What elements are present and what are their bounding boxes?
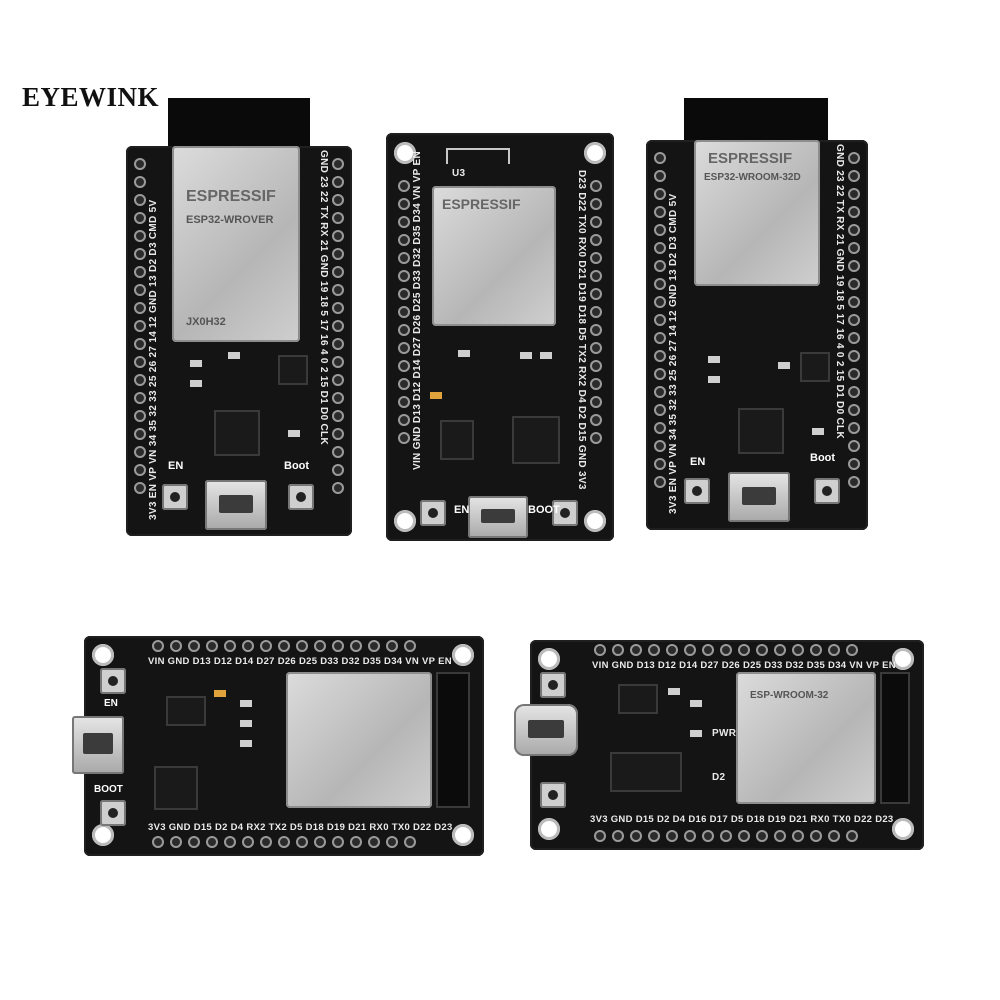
board-4-bottom-pin-header	[152, 836, 416, 848]
board-5-top-pin-labels: VIN GND D13 D12 D14 D27 D26 D25 D33 D32 …	[592, 660, 896, 671]
board-3-left-pin-header	[654, 152, 666, 488]
board-4-en-button[interactable]	[100, 668, 126, 694]
board-5-bottom-pin-header	[594, 830, 858, 842]
board-1-boot-button[interactable]	[288, 484, 314, 510]
board-5-d2-label: D2	[712, 772, 726, 783]
board-5-top-pin-header	[594, 644, 858, 656]
board-1-right-pin-labels: GND 23 22 TX RX 21 GND 19 18 5 17 16 4 0…	[318, 150, 329, 445]
board-3-antenna	[684, 98, 828, 144]
board-4-en-label: EN	[104, 698, 118, 709]
board-3-pcb	[646, 140, 868, 530]
board-5-usb-uart-chip	[610, 752, 682, 792]
board-2-antenna-label: U3	[452, 168, 466, 179]
board-3-module-brand: ESPRESSIF	[708, 150, 793, 167]
board-2-module-brand: ESPRESSIF	[442, 196, 521, 212]
board-4-bottom-pin-labels: 3V3 GND D15 D2 D4 RX2 TX2 D5 D18 D19 D21…	[148, 822, 453, 833]
board-4-antenna-area	[436, 672, 470, 808]
board-2-wroom-module	[432, 186, 556, 326]
board-2-boot-label: BOOT	[528, 504, 560, 516]
board-4-boot-label: BOOT	[94, 784, 123, 795]
board-5-regulator	[618, 684, 658, 714]
board-3-boot-button[interactable]	[814, 478, 840, 504]
board-2-pcb-antenna-trace	[446, 148, 510, 164]
board-5-bottom-pin-labels: 3V3 GND D15 D2 D4 D16 D17 D5 D18 D19 D21…	[590, 814, 894, 825]
board-3-micro-usb-port[interactable]	[728, 472, 790, 522]
board-2-regulator	[440, 420, 474, 460]
board-3-left-pin-labels: 3V3 EN VP VN 34 35 32 33 25 26 27 14 12 …	[668, 193, 679, 514]
board-4-boot-button[interactable]	[100, 800, 126, 826]
board-5-usb-c-port[interactable]	[514, 704, 578, 756]
board-3-usb-uart-chip	[738, 408, 784, 454]
board-2-en-button[interactable]	[420, 500, 446, 526]
board-3-right-pin-labels: GND 23 22 TX RX 21 GND 19 18 5 17 16 4 0…	[834, 144, 845, 439]
board-1-wrover-module	[172, 146, 300, 342]
brand-logo-text: EYEWINK	[22, 82, 160, 112]
board-2-en-label: EN	[454, 504, 470, 516]
board-4-micro-usb-port[interactable]	[72, 716, 124, 774]
board-1-left-pin-labels: 3V3 EN VP VN 34 35 32 33 25 26 27 14 12 …	[148, 199, 159, 520]
board-1-module-code: JX0H32	[186, 316, 226, 328]
board-4-regulator	[166, 696, 206, 726]
board-5-wroom-module	[736, 672, 876, 804]
board-5-pwr-label: PWR	[712, 728, 737, 739]
board-1-antenna	[168, 98, 310, 150]
board-5-antenna-area	[880, 672, 910, 804]
board-3-regulator	[800, 352, 830, 382]
board-2-boot-button[interactable]	[552, 500, 578, 526]
board-1-module-model: ESP32-WROVER	[186, 214, 274, 226]
board-1-en-button[interactable]	[162, 484, 188, 510]
board-2-right-pin-labels: D23 D22 TX0 RX0 D21 D19 D18 D5 TX2 RX2 D…	[576, 170, 587, 490]
board-5-boot-button[interactable]	[540, 782, 566, 808]
board-4-wroom-module	[286, 672, 432, 808]
board-1-left-pin-header	[134, 158, 146, 494]
board-3-en-label: EN	[690, 456, 706, 468]
board-2-usb-uart-chip	[512, 416, 560, 464]
board-4-top-pin-header	[152, 640, 416, 652]
board-1-usb-uart-chip	[214, 410, 260, 456]
board-2-left-pin-labels: VIN GND D13 D12 D14 D27 D26 D25 D33 D32 …	[412, 151, 423, 470]
board-4-usb-uart-chip	[154, 766, 198, 810]
board-3-en-button[interactable]	[684, 478, 710, 504]
board-3-module-model: ESP32-WROOM-32D	[704, 172, 801, 183]
board-3-wroom-module	[694, 140, 820, 286]
board-2-left-pin-header	[398, 180, 410, 444]
board-5-module-model: ESP-WROOM-32	[750, 690, 829, 701]
board-4-top-pin-labels: VIN GND D13 D12 D14 D27 D26 D25 D33 D32 …	[148, 656, 452, 667]
board-2-micro-usb-port[interactable]	[468, 496, 528, 538]
board-1-micro-usb-port[interactable]	[205, 480, 267, 530]
board-3-right-pin-header	[848, 152, 860, 488]
board-1-regulator	[278, 355, 308, 385]
board-1-boot-label: Boot	[284, 460, 310, 472]
board-5-en-button[interactable]	[540, 672, 566, 698]
board-3-boot-label: Boot	[810, 452, 836, 464]
board-1-module-brand: ESPRESSIF	[186, 188, 276, 205]
board-1-en-label: EN	[168, 460, 184, 472]
board-1-right-pin-header	[332, 158, 344, 494]
board-2-right-pin-header	[590, 180, 602, 444]
